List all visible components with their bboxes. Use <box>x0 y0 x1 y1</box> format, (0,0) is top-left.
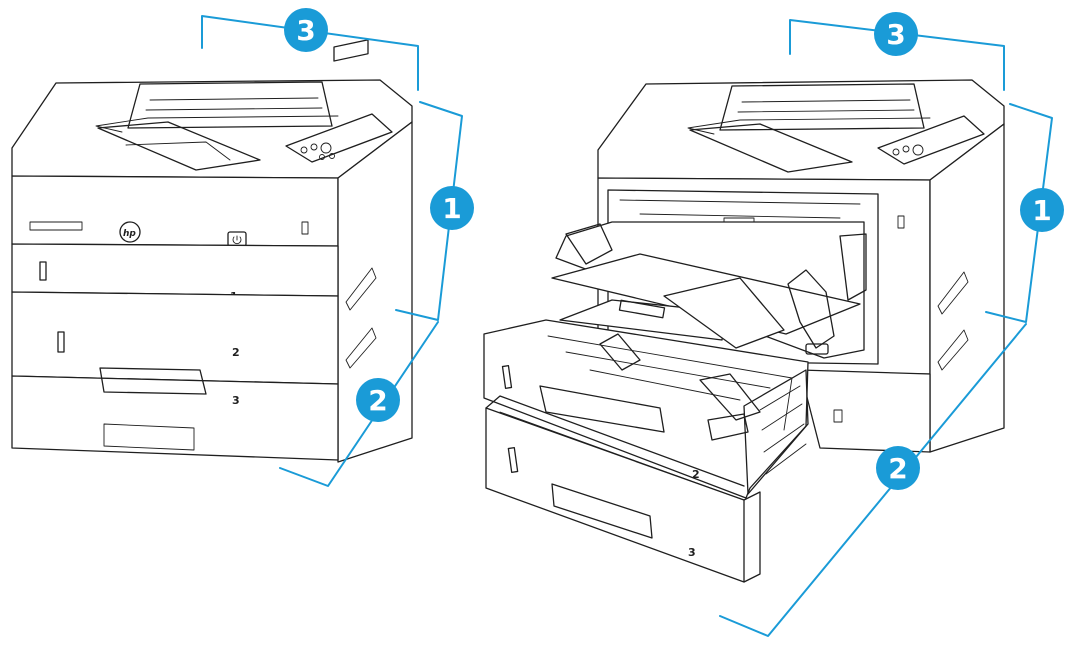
panel-button <box>902 145 910 153</box>
door-release <box>805 343 829 355</box>
printer-top-surface <box>11 79 413 179</box>
callout-height-label: 1 <box>1032 194 1051 227</box>
model-label <box>29 221 83 231</box>
tray-3 <box>11 375 339 461</box>
callout-height-label: 1 <box>442 192 461 225</box>
panel-ok-button <box>912 144 924 156</box>
callout-depth: 2 <box>356 378 400 422</box>
callout-width: 3 <box>284 8 328 52</box>
panel-button <box>892 148 900 156</box>
door-hinge-right <box>839 233 867 301</box>
callout-width-label: 3 <box>886 18 905 51</box>
control-panel <box>285 39 393 163</box>
side-latch <box>301 221 309 235</box>
paper-guide-handle <box>618 299 666 319</box>
tray-2-number: 2 <box>232 346 240 359</box>
callout-width: 3 <box>874 12 918 56</box>
right-paper-guide <box>787 269 835 349</box>
hp-logo-text: hp <box>123 229 136 239</box>
output-extender <box>689 123 853 173</box>
tray-2-gauge <box>57 331 65 353</box>
lcd-display <box>333 39 369 62</box>
tray-2-number: 2 <box>692 468 700 481</box>
paper-extension-flap <box>663 277 785 349</box>
rear-port <box>833 409 843 423</box>
tray-3-number: 3 <box>688 546 696 559</box>
side-latch <box>897 215 905 229</box>
callout-width-label: 3 <box>296 14 315 47</box>
output-extender <box>97 121 261 171</box>
output-bin <box>719 83 925 131</box>
panel-button <box>300 146 308 154</box>
tray-1-gauge <box>39 261 47 281</box>
hp-logo <box>119 221 141 243</box>
tray-2-open <box>483 319 809 499</box>
depth-dimension-line <box>719 323 1027 637</box>
callout-height: 1 <box>430 186 474 230</box>
panel-button <box>329 153 335 159</box>
callout-depth-label: 2 <box>888 452 907 485</box>
printer-lower-body <box>799 369 931 453</box>
tray-3-number: 3 <box>232 394 240 407</box>
panel-button <box>319 154 325 160</box>
printer-closed: hp 1 2 3 <box>11 39 413 463</box>
tray-1 <box>11 243 339 297</box>
callout-depth: 2 <box>876 446 920 490</box>
power-icon <box>232 235 242 245</box>
dimensions-left: 3 1 2 <box>201 8 474 487</box>
depth-dimension-line <box>279 321 439 487</box>
printer-side-panel <box>929 123 1005 453</box>
panel-button <box>310 143 318 151</box>
printer-open: 2 3 <box>483 79 1005 583</box>
printer-front-panel <box>11 175 339 247</box>
callout-height: 1 <box>1020 188 1064 232</box>
control-panel <box>877 115 985 165</box>
left-door-arm <box>565 223 613 265</box>
callout-depth-label: 2 <box>368 384 387 417</box>
tray-3-gauge <box>507 447 519 473</box>
printer-top-surface <box>597 79 1005 181</box>
tray-2-gauge <box>501 365 513 389</box>
dimensions-right: 3 1 2 <box>719 12 1064 637</box>
panel-ok-button <box>320 142 332 154</box>
output-bin <box>127 81 333 129</box>
tray-2 <box>11 291 339 385</box>
